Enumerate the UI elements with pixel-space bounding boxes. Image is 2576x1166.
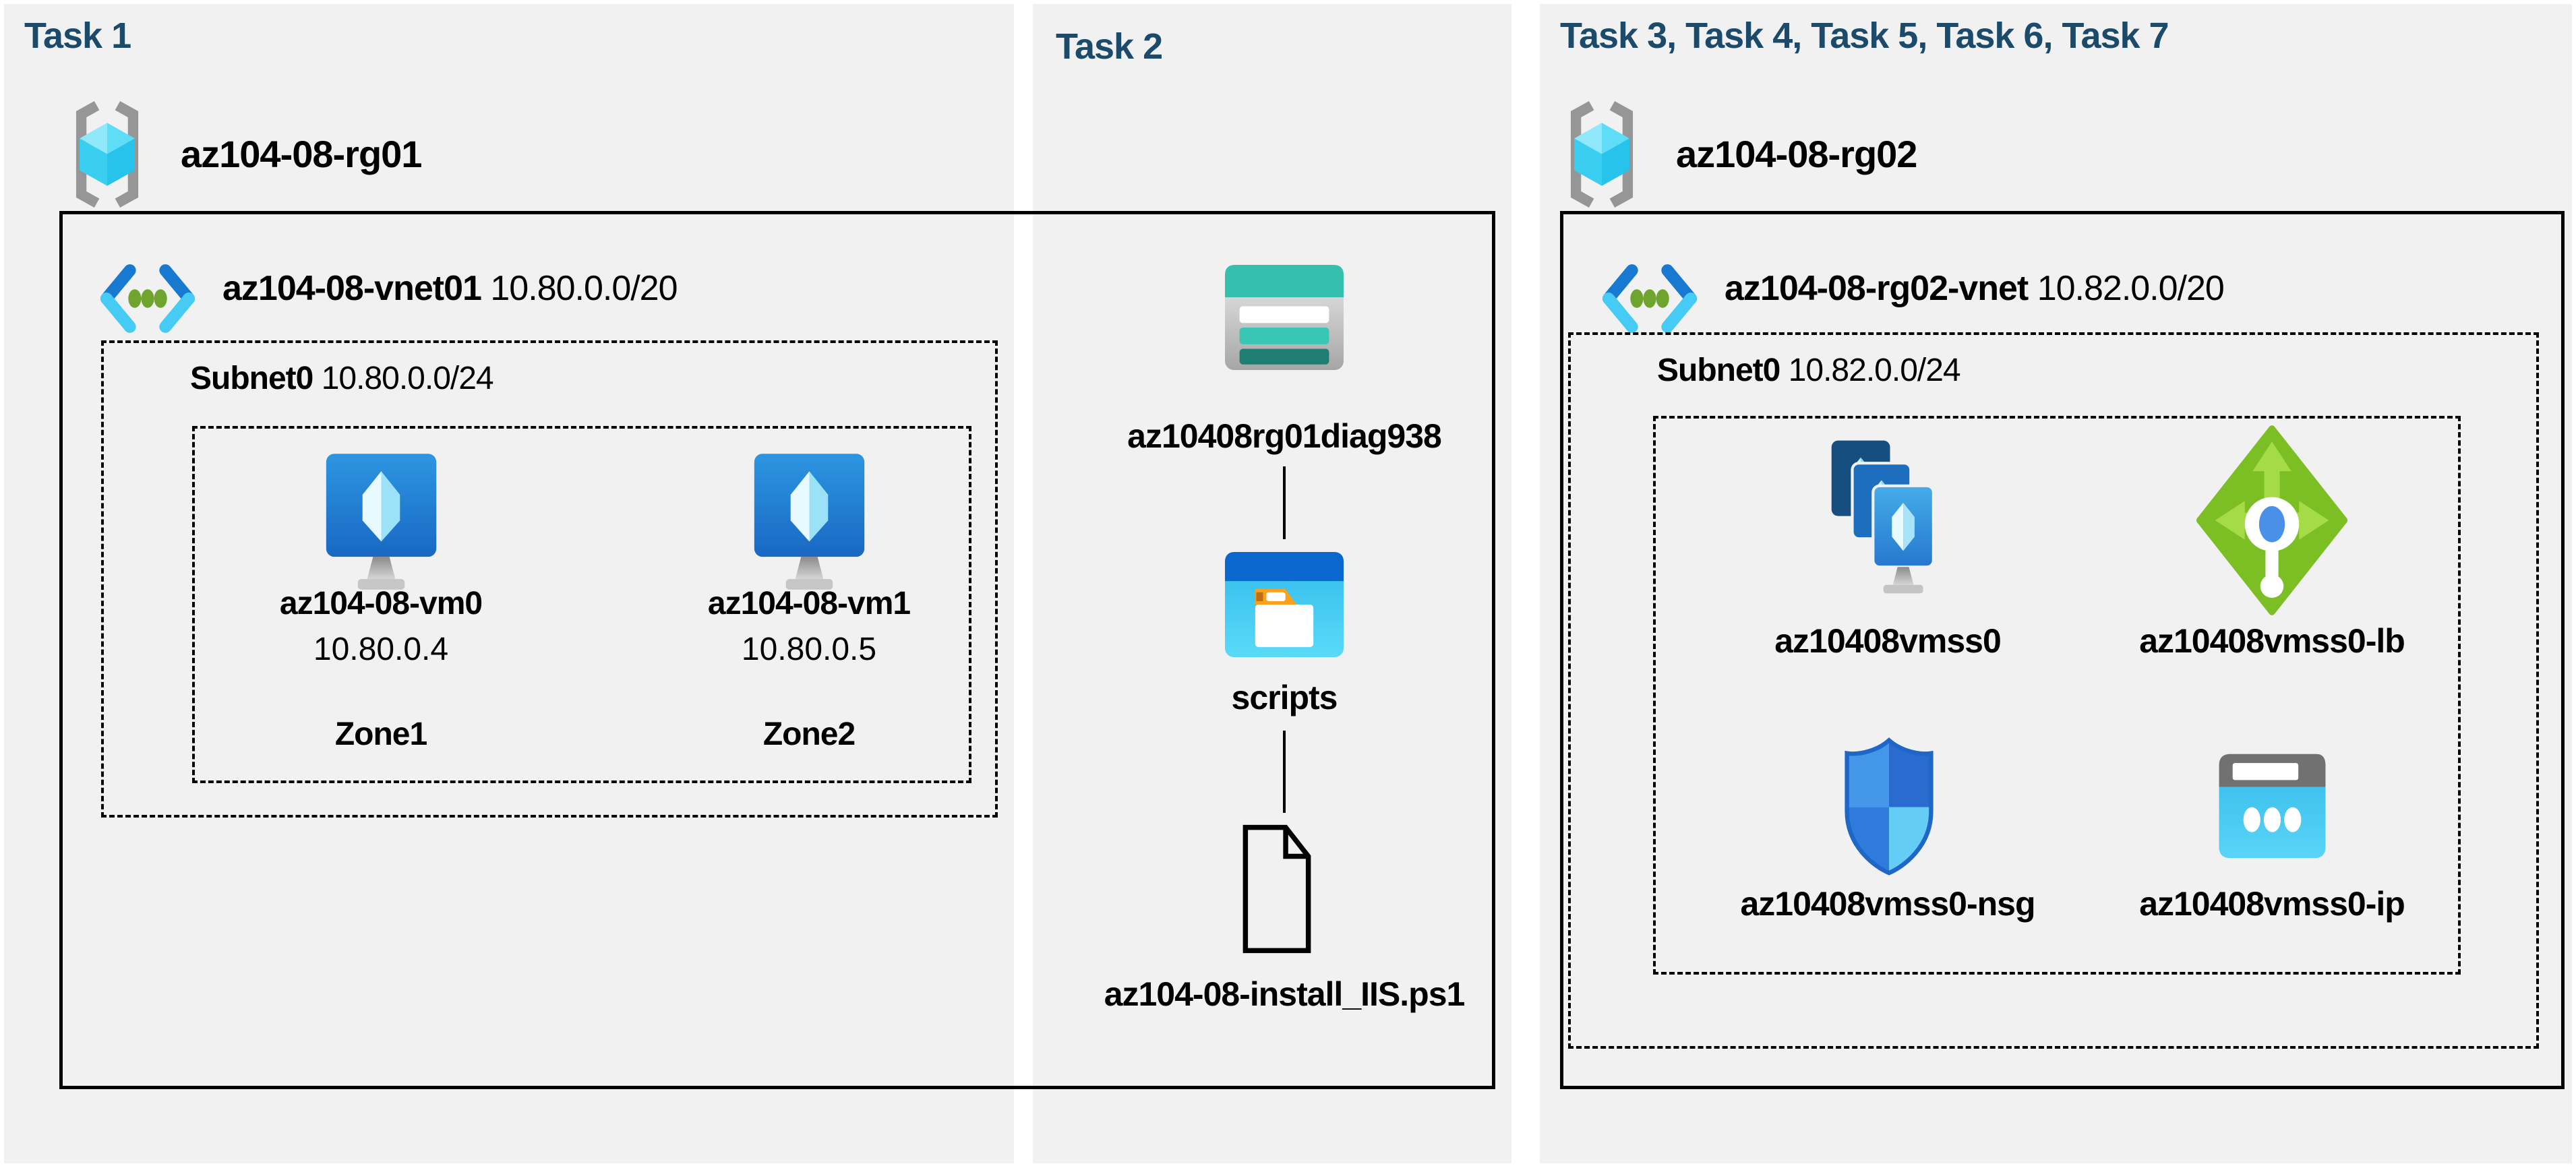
vnet1-cidr: 10.80.0.0/20 bbox=[490, 269, 678, 308]
task3-panel bbox=[1540, 4, 2572, 1163]
connector-line bbox=[1283, 466, 1286, 539]
vm-scale-set-icon bbox=[1814, 437, 1962, 597]
rg01-label: az104-08-rg01 bbox=[181, 133, 422, 175]
resource-group-icon bbox=[64, 100, 150, 209]
subnet2-cidr: 10.82.0.0/24 bbox=[1788, 352, 1961, 388]
virtual-machine-icon bbox=[750, 450, 868, 593]
vnet1-label: az104-08-vnet01 10.80.0.0/20 bbox=[222, 268, 678, 309]
vnet2-label: az104-08-rg02-vnet 10.82.0.0/20 bbox=[1725, 268, 2225, 309]
subnet1-cidr: 10.80.0.0/24 bbox=[321, 361, 494, 396]
zone-group-box bbox=[192, 426, 971, 783]
vm1-ip: 10.80.0.5 bbox=[741, 632, 877, 667]
virtual-network-icon bbox=[94, 257, 201, 340]
storage-account-label: az10408rg01diag938 bbox=[1127, 417, 1442, 455]
vnet1-name: az104-08-vnet01 bbox=[222, 269, 482, 308]
task3-header: Task 3, Task 4, Task 5, Task 6, Task 7 bbox=[1560, 16, 2169, 56]
rg02-label: az104-08-rg02 bbox=[1676, 133, 1917, 175]
subnet1-name: Subnet0 bbox=[190, 361, 313, 396]
container-label: scripts bbox=[1231, 679, 1338, 716]
load-balancer-label: az10408vmss0-lb bbox=[2139, 622, 2405, 660]
vm1-name: az104-08-vm1 bbox=[707, 586, 911, 621]
vnet1-boundary-box bbox=[59, 211, 1495, 1089]
script-file-label: az104-08-install_IIS.ps1 bbox=[1104, 975, 1466, 1013]
nsg-label: az10408vmss0-nsg bbox=[1740, 885, 2035, 923]
storage-account-icon bbox=[1222, 262, 1347, 373]
vnet2-cidr: 10.82.0.0/20 bbox=[2037, 269, 2225, 308]
subnet1-box bbox=[101, 340, 998, 818]
load-balancer-icon bbox=[2194, 423, 2349, 617]
vm0-ip: 10.80.0.4 bbox=[313, 632, 449, 667]
vm0-name: az104-08-vm0 bbox=[279, 586, 483, 621]
task1-header: Task 1 bbox=[24, 16, 131, 56]
vnet2-name: az104-08-rg02-vnet bbox=[1725, 269, 2029, 308]
vmss-group-box bbox=[1653, 416, 2461, 975]
virtual-network-icon bbox=[1596, 257, 1703, 340]
blob-container-icon bbox=[1222, 547, 1347, 662]
script-file-icon bbox=[1239, 824, 1315, 954]
nsg-shield-icon bbox=[1835, 733, 1943, 879]
public-ip-label: az10408vmss0-ip bbox=[2139, 885, 2405, 923]
vm0-zone: Zone1 bbox=[334, 716, 427, 752]
resource-group-icon bbox=[1559, 100, 1645, 209]
subnet1-label: Subnet0 10.80.0.0/24 bbox=[190, 360, 494, 397]
task2-header: Task 2 bbox=[1056, 26, 1163, 67]
vm1-zone: Zone2 bbox=[762, 716, 856, 752]
subnet2-box bbox=[1568, 332, 2539, 1049]
virtual-machine-icon bbox=[322, 450, 440, 593]
vmss-label: az10408vmss0 bbox=[1774, 622, 2002, 660]
public-ip-icon bbox=[2210, 749, 2335, 863]
connector-line bbox=[1283, 731, 1286, 813]
subnet2-name: Subnet0 bbox=[1657, 352, 1780, 388]
vnet2-boundary-box bbox=[1560, 211, 2565, 1089]
task1-panel bbox=[4, 4, 1014, 1163]
subnet2-label: Subnet0 10.82.0.0/24 bbox=[1657, 352, 1961, 389]
